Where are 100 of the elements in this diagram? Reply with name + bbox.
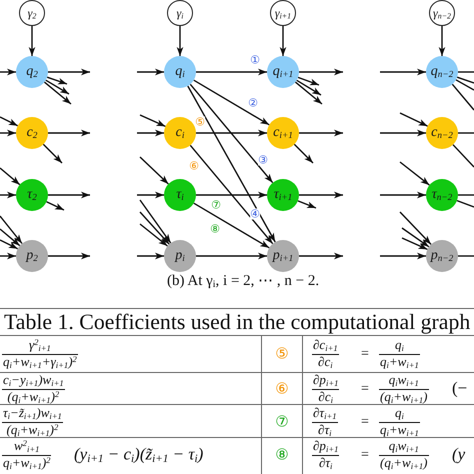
arrow	[137, 68, 164, 76]
node-circle: q$_{n−2}$	[426, 56, 458, 88]
arrow	[187, 86, 276, 242]
arrow	[438, 26, 446, 56]
arrow	[190, 84, 274, 184]
fraction-denominator: (q$_{i}$+w$_{i+1}$)	[379, 456, 428, 469]
edge-label: ③	[258, 154, 268, 166]
node-circle: γ$_{i+1}$	[270, 0, 296, 26]
connector-line	[452, 144, 474, 168]
connector-line	[456, 76, 474, 84]
equals-sign: =	[361, 414, 369, 430]
fraction-denominator: ∂c$_{i}$	[317, 355, 334, 368]
circled-number: ⑥	[275, 382, 289, 396]
circled-number: ⑦	[275, 414, 289, 429]
arrow	[296, 80, 322, 96]
arrow	[400, 112, 428, 127]
node-circle: τ$_{i}$	[164, 179, 196, 211]
node-circle: c$_{i+1}$	[267, 117, 299, 149]
arrow	[28, 26, 36, 56]
arrow	[45, 80, 70, 95]
node-circle: c$_{i}$	[164, 117, 196, 149]
arrow	[299, 192, 343, 198]
node-circle: c$_{n−2}$	[426, 117, 458, 149]
fraction-numerator: ∂τ$_{i+1}$	[312, 406, 338, 422]
arrow	[176, 26, 184, 56]
fraction-numerator: ∂p$_{i+1}$	[312, 373, 340, 389]
arrow	[48, 192, 90, 198]
arrow	[48, 68, 90, 76]
arrow	[0, 216, 23, 244]
connector-line	[456, 79, 474, 91]
edge-label: ①	[250, 54, 260, 66]
arrow	[400, 212, 432, 245]
arrow	[294, 82, 322, 105]
arrow	[0, 252, 16, 260]
table-title: Table 1. Coefficients used in the computational graph	[4, 310, 470, 336]
edge-label: ⑦	[211, 200, 221, 210]
arrow	[402, 227, 430, 248]
arrow	[137, 130, 164, 136]
fraction-numerator: q$_{i}$	[394, 338, 405, 354]
arrow	[0, 116, 18, 126]
arrow	[380, 192, 426, 198]
arrow	[0, 192, 16, 198]
arrow	[46, 76, 68, 85]
arrow	[402, 237, 428, 250]
node-circle: τ$_{n−2}$	[426, 179, 458, 211]
arrow	[299, 252, 343, 260]
formula-text: (y	[452, 446, 466, 464]
node-circle: p$_{i}$	[164, 240, 196, 272]
fraction-denominator: (q$_{i}$+w$_{i+1}$)	[379, 390, 428, 403]
connector-line	[452, 84, 474, 110]
equals-sign: =	[361, 447, 369, 463]
arrow	[0, 239, 18, 250]
connector-line	[458, 194, 474, 196]
arrow	[196, 192, 267, 198]
edge-label: ②	[248, 98, 258, 108]
fraction-denominator: (q$_{i}$+w$_{i+1}$)$^{2}$	[6, 390, 60, 403]
fraction-numerator: ∂p$_{i+1}$	[312, 439, 340, 455]
arrow	[0, 167, 20, 186]
fraction-numerator: q$_{i}$w$_{i+1}$	[388, 373, 420, 389]
node-circle: τ$_{2}$	[16, 179, 48, 211]
fraction-numerator: τ$_{i}$−z̃$_{i+1}$)w$_{i+1}$	[2, 406, 63, 422]
arrow	[196, 68, 267, 76]
connector-line	[456, 200, 474, 208]
edge-label: ④	[250, 208, 260, 220]
node-circle: γ$_{i}$	[167, 0, 193, 26]
fraction-denominator: ∂c$_{i}$	[317, 390, 334, 403]
arrow	[139, 212, 170, 245]
node-circle: p$_{i+1}$	[267, 240, 299, 272]
arrow	[137, 192, 164, 198]
fraction-denominator: q$_{i}$+w$_{i+1}$	[379, 422, 420, 436]
arrow	[193, 80, 270, 126]
arrow	[0, 68, 16, 76]
arrow	[48, 130, 90, 136]
formula-text: (y$_{i+1}$ − c$_{i}$)(z̃$_{i+1}$ − τ$_{i}$)	[74, 446, 204, 464]
arrow	[299, 68, 343, 76]
arrow	[46, 201, 64, 211]
formula-text: (−	[452, 380, 468, 398]
arrow	[294, 144, 314, 164]
node-circle: τ$_{i+1}$	[267, 179, 299, 211]
connector-line	[458, 255, 474, 257]
fraction-denominator: (q$_{i}$+w$_{i+1}$)$^{2}$	[6, 422, 60, 436]
node-circle: q$_{2}$	[16, 56, 48, 88]
figure-caption: (b) At γ$_{i}$, i = 2, ⋯ , n − 2.	[167, 273, 320, 290]
arrow	[400, 161, 430, 186]
arrow	[190, 144, 274, 244]
arrow	[42, 144, 62, 164]
fraction-denominator: ∂τ$_{i}$	[317, 422, 332, 436]
fraction-denominator: q$_{i}$+w$_{i+1}$+γ$_{i+1}$)$^{2}$	[2, 355, 78, 368]
arrow	[140, 114, 166, 128]
arrow	[139, 200, 172, 244]
edge-label: ⑥	[189, 160, 199, 172]
edge-label: ⑧	[210, 224, 220, 234]
node-circle: p$_{2}$	[16, 240, 48, 272]
node-circle: γ$_{2}$	[19, 0, 45, 26]
fraction-denominator: q$_{i}$+w$_{i+1}$)$^{2}$	[2, 456, 52, 469]
node-circle: γ$_{n−2}$	[429, 0, 455, 26]
node-circle: c$_{2}$	[16, 117, 48, 149]
arrow	[0, 130, 16, 136]
arrow	[280, 26, 286, 56]
equals-sign: =	[361, 346, 369, 362]
